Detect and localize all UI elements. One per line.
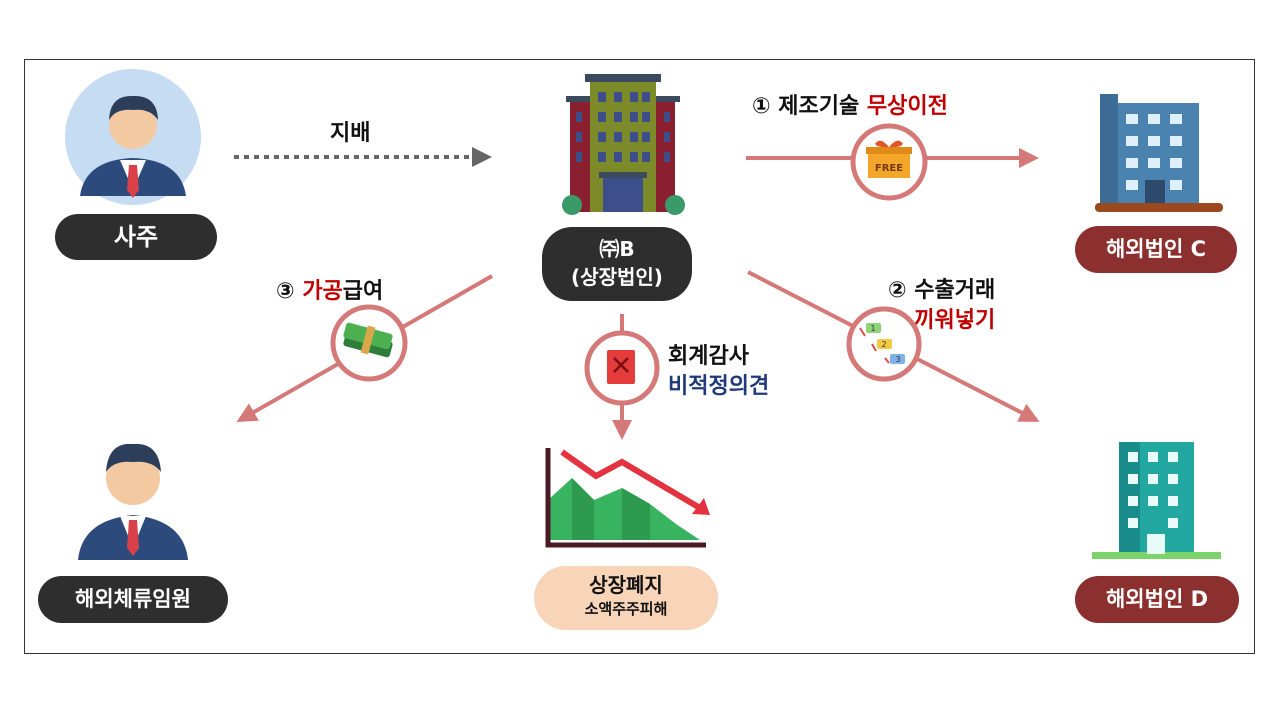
company-b-pill: ㈜B (상장법인) (542, 227, 692, 301)
salary-suffix: 급여 (342, 279, 384, 304)
salary-emphasis: 가공 (302, 279, 343, 304)
overseas-c-pill: 해외법인 C (1075, 226, 1237, 273)
gift-icon (866, 140, 912, 178)
step-3-text: 3 (895, 355, 900, 364)
money-icon (343, 322, 393, 358)
audit-label-line2: 비적정의견 (668, 374, 770, 399)
company-b-name: ㈜B (599, 237, 635, 261)
document-reject-icon (607, 350, 635, 384)
step-2-text: 2 (881, 340, 886, 349)
overseas-d-pill: 해외법인 D (1075, 576, 1239, 623)
company-b-type: (상장법인) (571, 265, 663, 289)
delisting-pill: 상장폐지 소액주주피해 (534, 566, 718, 630)
owner-person-icon (65, 69, 201, 205)
salary-prefix: ③ (276, 279, 295, 304)
overseas-d-building-icon (1092, 442, 1221, 559)
salary-label: ③ 가공급여 (276, 273, 383, 305)
overseas-c-label: 해외법인 C (1105, 237, 1206, 261)
control-label: 지배 (330, 121, 371, 146)
tech-transfer-label: ① 제조기술 무상이전 (752, 88, 948, 120)
company-b-building-icon (562, 74, 685, 215)
audit-label-line1: 회계감사 (668, 344, 749, 369)
delisting-subtitle: 소액주주피해 (584, 600, 668, 618)
tech-transfer-prefix: ① 제조기술 (752, 94, 860, 119)
list-steps-icon (859, 323, 905, 364)
audit-label: 회계감사 비적정의견 (668, 342, 769, 402)
overseas-exec-pill: 해외체류임원 (38, 576, 228, 623)
chart-down-icon (545, 448, 710, 548)
free-badge-text: FREE (875, 163, 903, 174)
owner-pill: 사주 (55, 214, 217, 260)
owner-label: 사주 (113, 223, 159, 251)
export-label-line2: 끼워넣기 (914, 308, 996, 333)
tech-transfer-emphasis: 무상이전 (866, 94, 948, 119)
step-1-text: 1 (870, 324, 875, 333)
export-label: ② 수출거래 끼워넣기 (888, 276, 995, 336)
overseas-c-building-icon (1095, 94, 1223, 212)
delisting-title: 상장폐지 (589, 573, 663, 597)
export-label-line1: ② 수출거래 (888, 278, 996, 303)
overseas-d-label: 해외법인 D (1105, 587, 1209, 611)
overseas-exec-person-icon (78, 443, 188, 560)
overseas-exec-label: 해외체류임원 (75, 587, 191, 611)
